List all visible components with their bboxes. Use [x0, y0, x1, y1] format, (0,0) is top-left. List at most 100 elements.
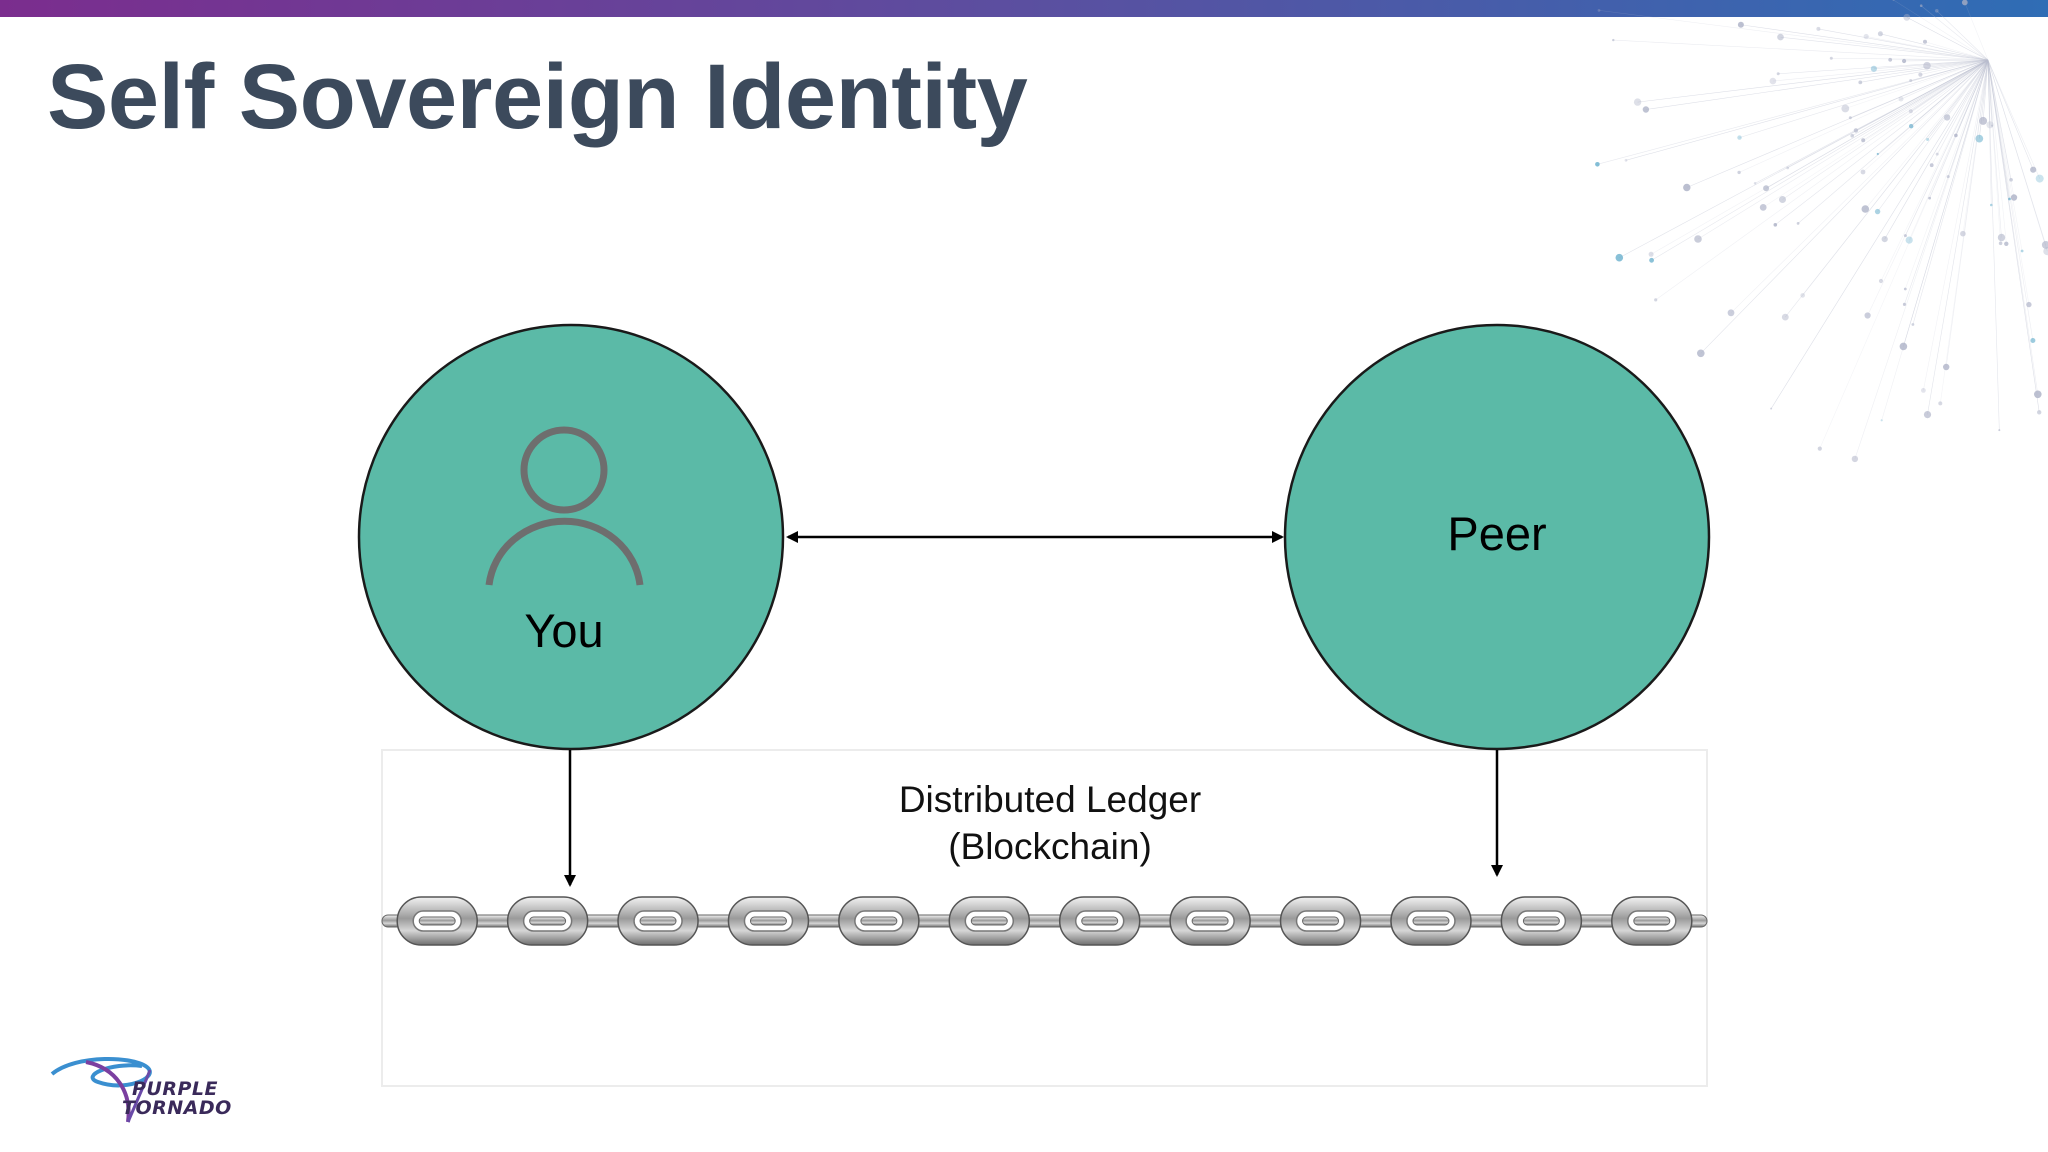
- ledger-frame: [381, 749, 1708, 1087]
- burst-dot: [1848, 116, 1852, 120]
- burst-dot: [1773, 223, 1778, 227]
- burst-ray: [1877, 59, 1989, 155]
- burst-dot: [1926, 138, 1930, 141]
- burst-dot: [1642, 106, 1650, 113]
- logo-line1: PURPLE: [132, 1078, 218, 1100]
- burst-dot: [1654, 298, 1658, 302]
- burst-ray: [1686, 59, 1989, 188]
- burst-ray: [1931, 59, 1989, 166]
- burst-dot: [1737, 21, 1744, 28]
- burst-dot: [1903, 287, 1907, 291]
- burst-dot: [1870, 65, 1877, 72]
- burst-ray: [1645, 59, 1989, 110]
- burst-ray: [1855, 59, 1989, 131]
- burst-ray: [1625, 59, 1989, 161]
- burst-dot: [1851, 455, 1859, 463]
- burst-ray: [1655, 59, 1989, 301]
- burst-ray: [1906, 17, 1989, 61]
- burst-dot: [1861, 205, 1870, 213]
- burst-ray: [1613, 39, 1989, 61]
- burst-ray: [1785, 59, 1989, 318]
- burst-dot: [1888, 57, 1893, 62]
- burst-dot: [1841, 104, 1850, 113]
- burst-dot: [1986, 121, 1994, 129]
- burst-dot: [1954, 133, 1958, 138]
- burst-dot: [1935, 152, 1939, 156]
- burst-dot: [1990, 203, 1993, 207]
- burst-dot: [2010, 194, 2018, 201]
- burst-dot: [1903, 234, 1907, 238]
- burst-dot: [2041, 241, 2048, 249]
- burst-dot: [1990, 124, 1994, 127]
- burst-dot: [2030, 338, 2036, 343]
- burst-dot: [1918, 72, 1923, 77]
- person-icon: [485, 426, 644, 586]
- burst-ray: [1819, 59, 1989, 449]
- you-node-circle: [357, 323, 785, 751]
- burst-ray: [1987, 59, 1992, 206]
- decorative-burst-graphic: [1595, 0, 2048, 463]
- burst-ray: [1904, 59, 1989, 305]
- burst-dot: [1878, 278, 1884, 284]
- burst-dot: [1928, 196, 1931, 200]
- burst-ray: [1904, 59, 1989, 62]
- burst-dot: [1979, 116, 1988, 125]
- burst-ray: [1852, 59, 1989, 136]
- burst-ray: [1987, 59, 1993, 126]
- burst-dot: [1876, 152, 1879, 156]
- burst-dot: [1998, 429, 2001, 432]
- burst-ray: [1772, 59, 1989, 82]
- burst-dot: [1853, 128, 1859, 133]
- burst-dot: [1624, 158, 1628, 162]
- burst-dot: [1929, 163, 1934, 168]
- burst-ray: [1987, 59, 2039, 395]
- burst-dot: [1881, 236, 1888, 243]
- burst-ray: [1946, 59, 1989, 118]
- burst-ray: [1880, 59, 1989, 282]
- burst-dot: [1753, 182, 1757, 185]
- burst-dot: [1633, 98, 1642, 106]
- burst-dot: [1800, 293, 1805, 298]
- burst-ray: [1873, 59, 1989, 70]
- burst-ray: [1765, 59, 1989, 189]
- burst-ray: [1880, 33, 1989, 61]
- burst-dot: [1946, 175, 1950, 179]
- burst-ray: [1881, 59, 1989, 421]
- burst-dot: [1899, 342, 1908, 351]
- burst-dot: [1874, 208, 1881, 215]
- burst-ray: [1987, 59, 2015, 198]
- burst-ray: [1818, 28, 1989, 61]
- burst-dot: [1877, 31, 1883, 37]
- burst-ray: [1924, 41, 1989, 61]
- burst-dot: [2034, 390, 2042, 399]
- burst-dot: [1892, 0, 1895, 1]
- burst-ray: [1987, 59, 2007, 244]
- burst-ray: [1700, 59, 1989, 354]
- burst-dot: [1943, 363, 1950, 371]
- burst-dot: [1905, 236, 1913, 244]
- burst-dot: [1902, 58, 1907, 64]
- burst-dot: [1921, 388, 1926, 393]
- burst-dot: [2009, 178, 2013, 182]
- burst-ray: [1862, 59, 1989, 173]
- burst-ray: [1867, 59, 1989, 316]
- burst-ray: [1845, 59, 1989, 109]
- burst-dot: [1786, 166, 1790, 170]
- burst-dot: [1909, 79, 1913, 82]
- burst-dot: [1880, 419, 1883, 422]
- burst-ray: [1754, 59, 1989, 184]
- burst-ray: [1597, 59, 1989, 165]
- burst-dot: [1909, 124, 1914, 129]
- chain-bar: [381, 914, 1708, 928]
- burst-ray: [1900, 59, 1989, 100]
- chain-link-crossbar: [639, 916, 677, 926]
- burst-dot: [1779, 196, 1786, 203]
- burst-ray: [1987, 59, 2023, 252]
- ledger-label: Distributed Ledger (Blockchain): [800, 776, 1300, 870]
- burst-dot: [1863, 33, 1869, 40]
- chain-link-crossbar: [418, 916, 456, 926]
- burst-ray: [1964, 2, 1989, 61]
- burst-ray: [1982, 59, 1989, 121]
- burst-dot: [1595, 162, 1600, 167]
- you-node-label: You: [524, 604, 603, 657]
